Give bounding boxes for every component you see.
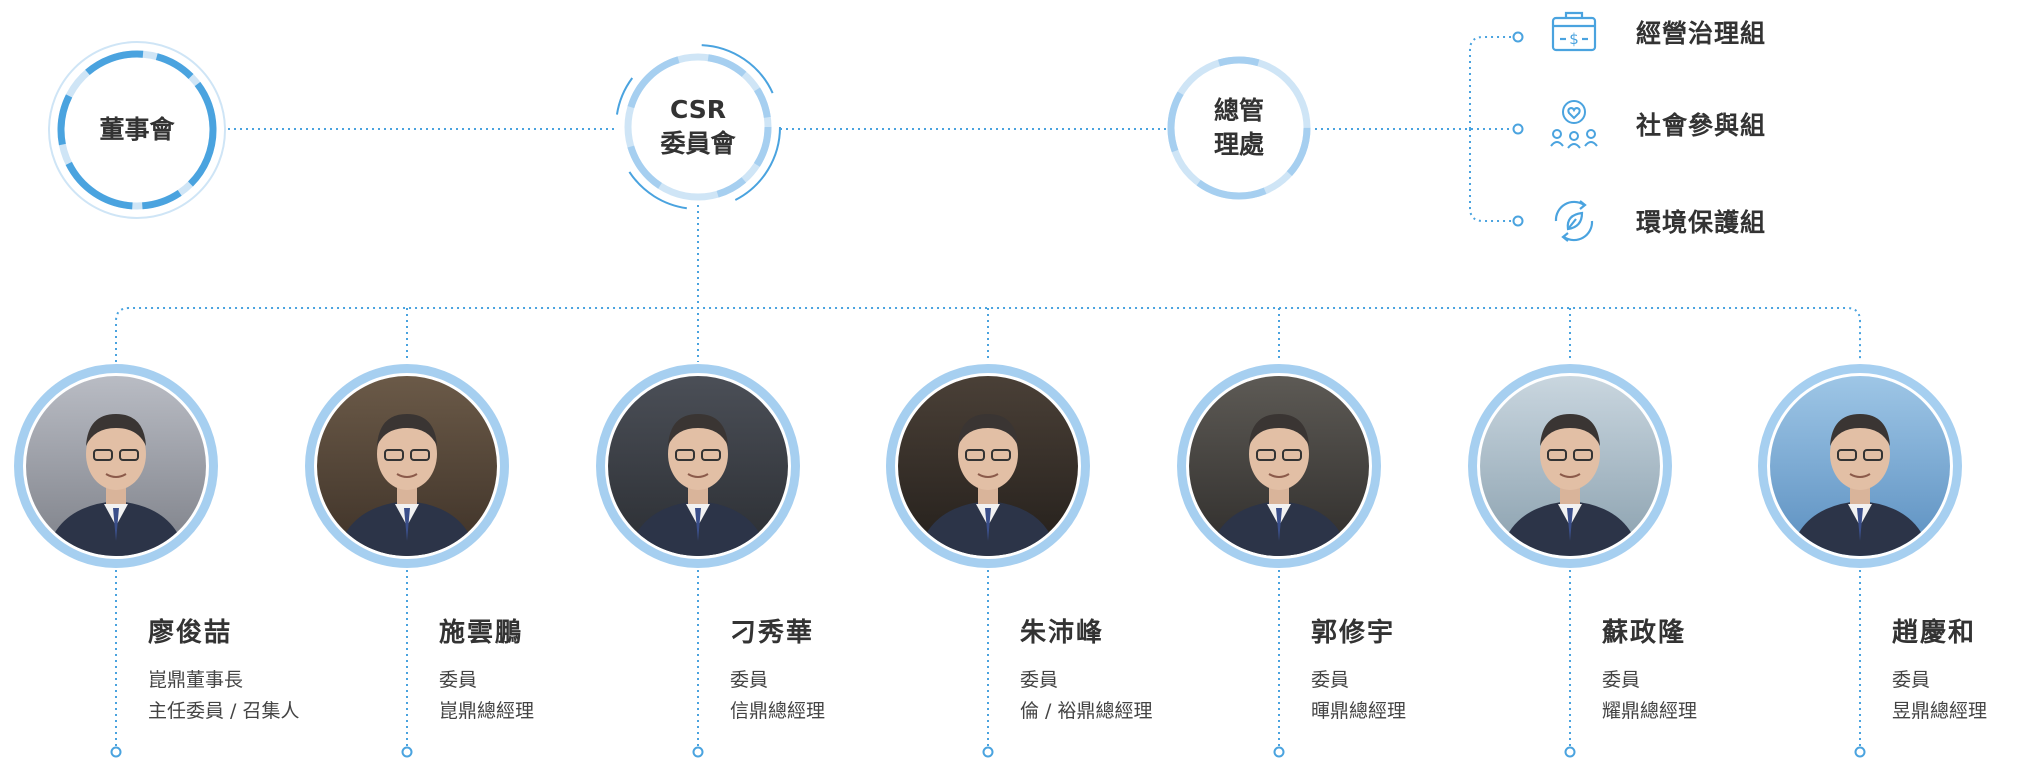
member-role: 信鼎總經理	[730, 700, 826, 722]
portrait	[1480, 376, 1660, 556]
member-photo	[1468, 364, 1672, 568]
member-title: 委員	[439, 669, 478, 691]
group-governance: $ 經營治理組	[1546, 4, 1766, 60]
money-briefcase-icon: $	[1546, 4, 1602, 60]
member-name: 朱沛峰	[1020, 618, 1105, 648]
board-node: 董事會	[44, 37, 230, 223]
member-photo	[1177, 364, 1381, 568]
group-social: 社會參與組	[1546, 96, 1766, 152]
member-name: 刁秀華	[730, 618, 815, 648]
board-label: 董事會	[99, 115, 175, 144]
portrait	[608, 376, 788, 556]
group-label-governance: 經營治理組	[1636, 19, 1767, 48]
portrait	[898, 376, 1078, 556]
admin-ring	[1167, 56, 1311, 200]
board-ring	[48, 41, 226, 219]
csr-label-line1: CSR	[669, 95, 727, 124]
member-photo	[886, 364, 1090, 568]
csr-committee-node: CSR 委員會	[613, 42, 783, 212]
portrait	[1770, 376, 1950, 556]
admin-office-node: 總管 理處	[1165, 54, 1313, 202]
member-title: 委員	[730, 669, 769, 691]
member-name: 趙慶和	[1892, 618, 1977, 648]
group-label-social: 社會參與組	[1636, 111, 1767, 140]
member-title: 委員	[1892, 669, 1931, 691]
member-name: 郭修宇	[1311, 618, 1396, 648]
member-title: 委員	[1602, 669, 1641, 691]
admin-label-line2: 理處	[1213, 130, 1264, 159]
admin-label-line1: 總管	[1213, 96, 1264, 125]
member-photo	[596, 364, 800, 568]
group-label-environment: 環境保護組	[1636, 208, 1767, 237]
member-role: 崑鼎總經理	[439, 700, 535, 722]
member-title: 委員	[1311, 669, 1350, 691]
member-role: 昱鼎總經理	[1892, 700, 1988, 722]
member-role: 暉鼎總經理	[1311, 700, 1407, 722]
member-role: 主任委員 / 召集人	[148, 700, 300, 722]
portrait	[1189, 376, 1369, 556]
member-role: 倫 / 裕鼎總經理	[1020, 700, 1153, 722]
member-title: 委員	[1020, 669, 1059, 691]
member-photo	[305, 364, 509, 568]
member-name: 施雲鵬	[439, 618, 524, 648]
member-title: 崑鼎董事長	[148, 669, 244, 691]
member-name: 廖俊喆	[148, 618, 233, 648]
csr-label-line2: 委員會	[660, 129, 736, 158]
group-environment: 環境保護組	[1546, 193, 1766, 249]
community-heart-icon	[1546, 96, 1602, 152]
csr-ring	[615, 44, 781, 210]
svg-text:$: $	[1569, 30, 1579, 48]
member-photo	[14, 364, 218, 568]
member-photo	[1758, 364, 1962, 568]
member-name: 蘇政隆	[1602, 618, 1687, 648]
recycle-leaf-icon	[1546, 193, 1602, 249]
portrait	[26, 376, 206, 556]
portrait	[317, 376, 497, 556]
member-role: 耀鼎總經理	[1602, 700, 1698, 722]
